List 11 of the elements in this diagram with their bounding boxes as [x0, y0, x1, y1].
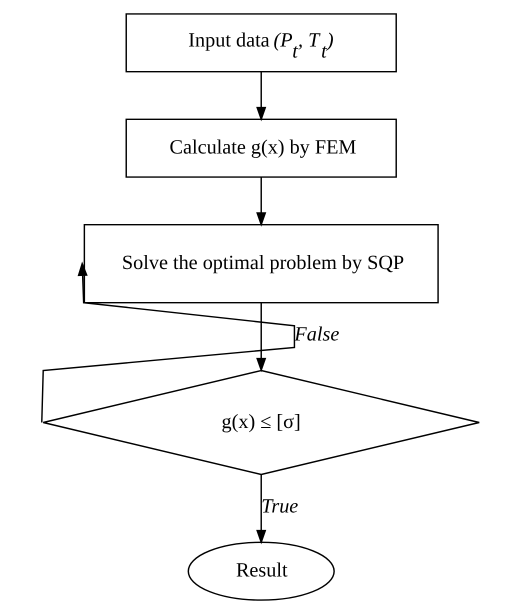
arrow [256, 72, 266, 122]
arrow [256, 177, 266, 227]
node-diamond: g(x) ≤ [σ] [42, 370, 480, 476]
arrow [256, 302, 266, 372]
edge-label: False [294, 323, 340, 346]
node-box: Solve the optimal problem by SQP [84, 224, 439, 304]
node-box: Calculate g(x) by FEM [126, 118, 397, 178]
edge-label: True [261, 495, 298, 518]
arrow [41, 262, 296, 423]
arrow [256, 474, 266, 544]
node-ellipse: Result [188, 542, 335, 601]
